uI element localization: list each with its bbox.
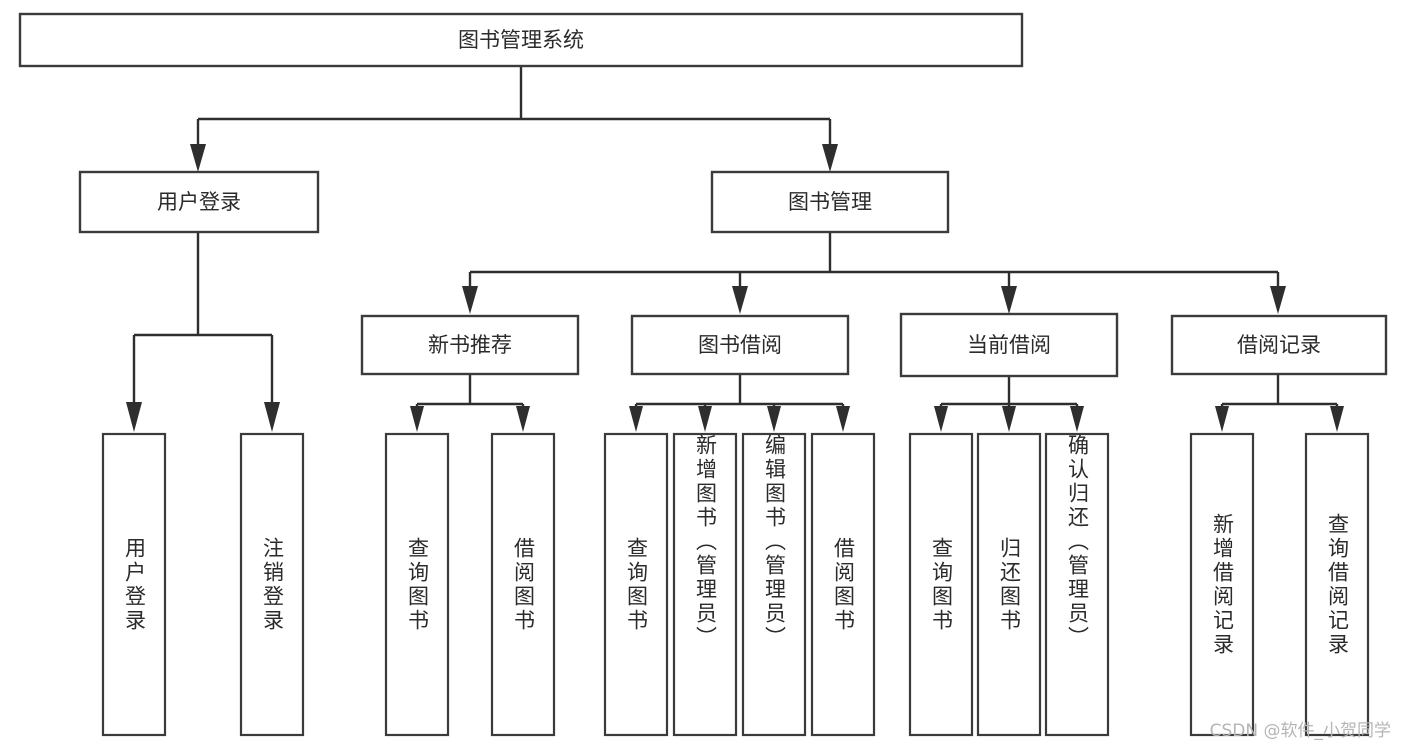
node-current-borrow[interactable]: 当前借阅 [899,312,1119,378]
node-book-management-label: 图书管理 [788,190,872,214]
node-current-borrow-box[interactable] [899,312,1119,378]
leaf-box-user-logout[interactable] [239,432,305,737]
arrow-root-to-bookmgmt [822,144,838,172]
node-borrow-record-box[interactable] [1170,314,1388,376]
arrow-bookmgmt-c1 [462,286,478,314]
leaf-box-recommend-query[interactable] [384,432,450,737]
node-user-login-box[interactable] [78,170,320,234]
node-book-borrow-box[interactable] [630,314,850,376]
node-user-login-label: 用户登录 [157,190,241,214]
leaf-box-current-return[interactable] [976,432,1042,737]
node-user-login[interactable]: 用户登录 [78,170,320,234]
connector-group [126,66,1344,432]
leaf-box-borrow-query[interactable] [603,432,669,737]
arrow-root-to-userlogin [190,144,206,172]
leaf-box-recommend-borrow[interactable] [490,432,556,737]
node-book-borrow-label: 图书借阅 [698,333,782,357]
node-borrow-record[interactable]: 借阅记录 [1170,314,1388,376]
arrow-bookmgmt-c3 [1001,286,1017,314]
node-new-book-recommend[interactable]: 新书推荐 [360,314,580,376]
node-borrow-record-label: 借阅记录 [1237,333,1321,357]
arrow-borrow-l4 [836,406,850,432]
node-book-management[interactable]: 图书管理 [710,170,950,234]
node-new-book-recommend-box[interactable] [360,314,580,376]
arrow-borrow-l1 [629,406,643,432]
arrow-bookmgmt-c2 [732,286,748,314]
arrow-recommend-l2 [516,406,530,432]
node-book-borrow[interactable]: 图书借阅 [630,314,850,376]
leaf-box-current-confirm[interactable] [1044,432,1110,737]
leaf-box-borrow-add[interactable] [672,432,738,737]
leaf-box-record-query[interactable] [1304,432,1370,737]
node-root-box[interactable] [18,12,1024,68]
csdn-watermark: CSDN @软件_小贺同学 [1209,721,1391,741]
arrow-recommend-l1 [410,406,424,432]
node-root[interactable]: 图书管理系统 [18,12,1024,68]
leaf-box-current-query[interactable] [908,432,974,737]
arrow-current-l1 [934,406,948,432]
arrow-record-l1 [1215,406,1229,432]
arrow-current-l2 [1002,406,1016,432]
leaf-box-user-login[interactable] [101,432,167,737]
arrow-borrow-l2 [698,406,712,432]
arrow-current-l3 [1070,406,1084,432]
arrow-userlogin-leaf2 [264,402,280,432]
node-book-management-box[interactable] [710,170,950,234]
arrow-record-l2 [1330,406,1344,432]
arrow-userlogin-leaf1 [126,402,142,432]
leaf-box-group [101,432,1370,737]
node-new-book-recommend-label: 新书推荐 [428,333,512,357]
node-root-label: 图书管理系统 [458,28,584,52]
leaf-box-borrow-lend[interactable] [810,432,876,737]
node-current-borrow-label: 当前借阅 [967,333,1051,357]
leaf-box-borrow-edit[interactable] [741,432,807,737]
arrow-borrow-l3 [767,406,781,432]
arrow-bookmgmt-c4 [1270,286,1286,314]
leaf-box-record-add[interactable] [1189,432,1255,737]
